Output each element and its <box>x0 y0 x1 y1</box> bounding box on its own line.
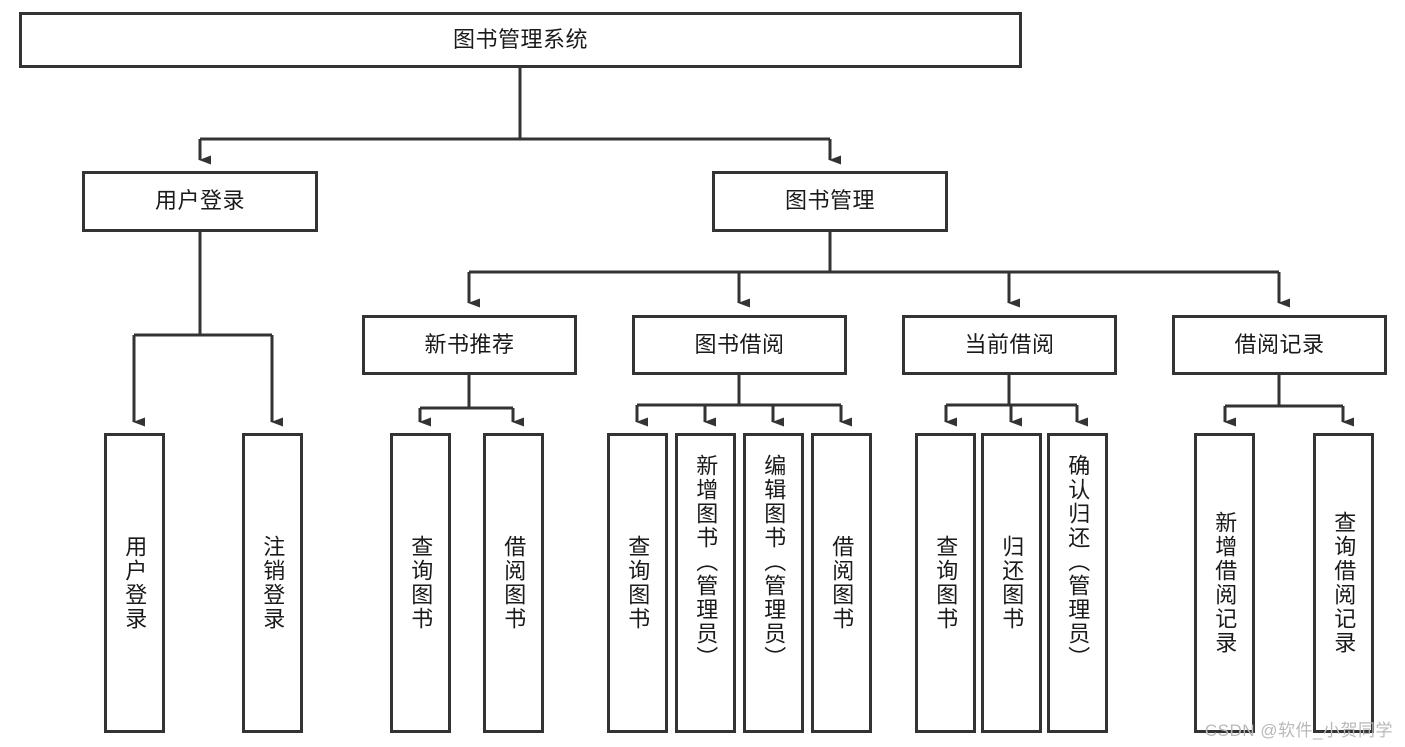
node-label: 注销登录 <box>260 535 286 631</box>
leaf-book-borrow-add-book-admin[interactable]: 新增图书（管理员） <box>675 433 736 733</box>
leaf-user-login-logout[interactable]: 注销登录 <box>242 433 303 733</box>
node-label: 查询图书 <box>933 535 959 631</box>
node-label: 图书管理 <box>784 188 875 214</box>
leaf-current-borrow-query-books[interactable]: 查询图书 <box>915 433 976 733</box>
leaf-book-borrow-edit-book-admin[interactable]: 编辑图书（管理员） <box>743 433 804 733</box>
node-label: 当前借阅 <box>964 331 1055 357</box>
node-new-book-recommend[interactable]: 新书推荐 <box>362 315 577 375</box>
node-user-login[interactable]: 用户登录 <box>82 171 318 232</box>
node-label: 借阅图书 <box>829 535 855 631</box>
node-label: 确认归还（管理员） <box>1065 454 1091 670</box>
leaf-new-book-query-books[interactable]: 查询图书 <box>390 433 451 733</box>
node-label: 图书管理系统 <box>452 26 588 52</box>
node-label: 借阅记录 <box>1234 331 1325 357</box>
leaf-current-borrow-confirm-return-admin[interactable]: 确认归还（管理员） <box>1047 433 1108 733</box>
node-label: 新增图书（管理员） <box>693 454 719 670</box>
leaf-borrow-record-query-record[interactable]: 查询借阅记录 <box>1313 433 1374 733</box>
node-label: 查询图书 <box>408 535 434 631</box>
leaf-book-borrow-borrow-books[interactable]: 借阅图书 <box>811 433 872 733</box>
node-label: 新书推荐 <box>424 331 515 357</box>
leaf-borrow-record-add-record[interactable]: 新增借阅记录 <box>1194 433 1255 733</box>
leaf-user-login-login[interactable]: 用户登录 <box>104 433 165 733</box>
node-current-borrow[interactable]: 当前借阅 <box>902 315 1117 375</box>
node-label: 编辑图书（管理员） <box>761 454 787 670</box>
node-root-book-management-system[interactable]: 图书管理系统 <box>19 12 1022 68</box>
node-label: 用户登录 <box>122 535 148 631</box>
node-label: 图书借阅 <box>694 331 785 357</box>
node-label: 查询图书 <box>625 535 651 631</box>
node-book-management[interactable]: 图书管理 <box>712 171 948 232</box>
leaf-book-borrow-query-books[interactable]: 查询图书 <box>607 433 668 733</box>
node-label: 归还图书 <box>999 535 1025 631</box>
node-book-borrow[interactable]: 图书借阅 <box>632 315 847 375</box>
node-label: 借阅图书 <box>501 535 527 631</box>
leaf-new-book-borrow-books[interactable]: 借阅图书 <box>483 433 544 733</box>
node-label: 用户登录 <box>154 188 245 214</box>
node-label: 新增借阅记录 <box>1212 511 1238 655</box>
node-borrow-record[interactable]: 借阅记录 <box>1172 315 1387 375</box>
leaf-current-borrow-return-books[interactable]: 归还图书 <box>981 433 1042 733</box>
node-label: 查询借阅记录 <box>1331 511 1357 655</box>
